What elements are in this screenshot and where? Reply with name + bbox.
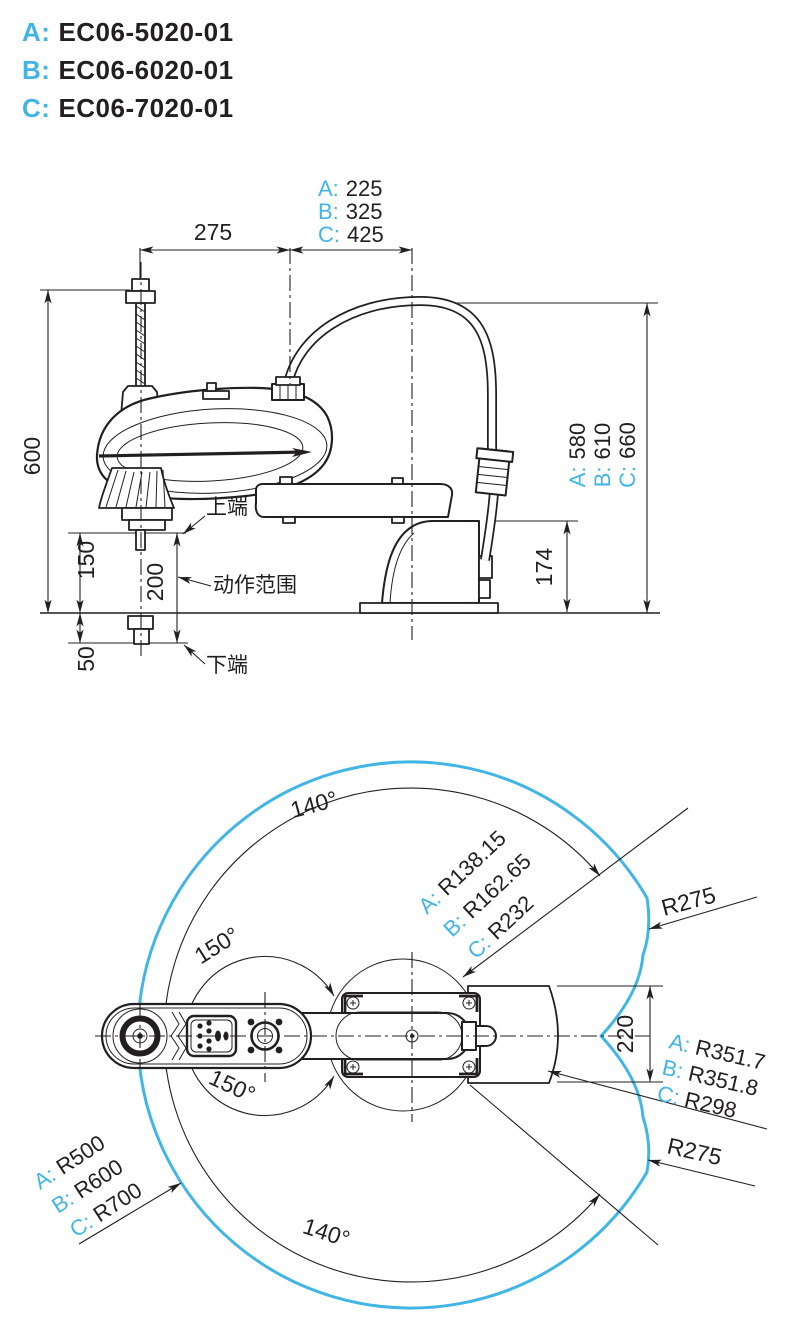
dim-275-label: 275 (194, 219, 232, 245)
radius-min-labels: A:R138.15 B:R162.65 C:R232 (413, 825, 538, 963)
dim-height-labels: A:580 B:610 C:660 (565, 422, 640, 488)
svg-text:A:225: A:225 (318, 176, 383, 201)
j1-lower-limit-line (469, 1084, 659, 1246)
cable (271, 295, 515, 561)
r275-lower-leader (647, 1159, 756, 1187)
angle-140-upper-label: 140° (288, 786, 341, 823)
r275-upper-label: R275 (659, 881, 719, 920)
motion-range-label: 动作范围 (213, 574, 297, 597)
max-radius-leader (78, 1182, 182, 1245)
dim-200-label: 200 (142, 563, 168, 601)
side-radius-leader (547, 1070, 768, 1130)
top-view: 140° 140° 150° 150° R275 R275 220 A:R138… (29, 760, 768, 1310)
dim-overhang-labels: A:225 B:325 C:425 (318, 176, 384, 247)
j1-upper-arc (160, 787, 601, 1036)
model-c: C:EC06-7020-01 (22, 93, 234, 123)
dim-220-label: 220 (612, 1015, 638, 1053)
r275-lower-label: R275 (665, 1133, 724, 1171)
dim-600-label: 600 (19, 437, 45, 475)
j1-lower-arc (160, 1034, 601, 1283)
min-radius-leader (462, 807, 689, 978)
r275-upper-leader (648, 896, 758, 930)
dim-174-label: 174 (531, 548, 557, 587)
lower-end-label: 下端 (206, 654, 248, 677)
work-envelope (136, 760, 651, 1310)
model-b: B:EC06-6020-01 (22, 55, 234, 85)
forearm-side (254, 483, 454, 518)
radius-side-labels: A:R351.7 B:R351.8 C:R298 (655, 1029, 768, 1123)
base-plate-top (467, 985, 559, 1084)
model-list: A:EC06-5020-01 B:EC06-6020-01 C:EC06-702… (22, 17, 234, 123)
upper-end-label: 上端 (206, 496, 248, 519)
dim-150-label: 150 (73, 541, 99, 579)
model-a: A:EC06-5020-01 (22, 17, 234, 47)
svg-text:B:325: B:325 (318, 199, 383, 224)
radius-max-labels: A:R500 B:R600 C:R700 (29, 1130, 146, 1242)
side-view: 275 A:225 B:325 C:425 600 150 200 50 174… (19, 176, 660, 677)
svg-text:C:425: C:425 (318, 222, 384, 247)
angle-150-lower-label: 150° (205, 1064, 259, 1108)
svg-text:B:610: B:610 (590, 423, 615, 488)
svg-text:A:580: A:580 (565, 423, 590, 488)
dim-50-label: 50 (73, 646, 99, 672)
angle-140-lower-label: 140° (300, 1213, 353, 1252)
svg-text:C:660: C:660 (615, 422, 640, 488)
